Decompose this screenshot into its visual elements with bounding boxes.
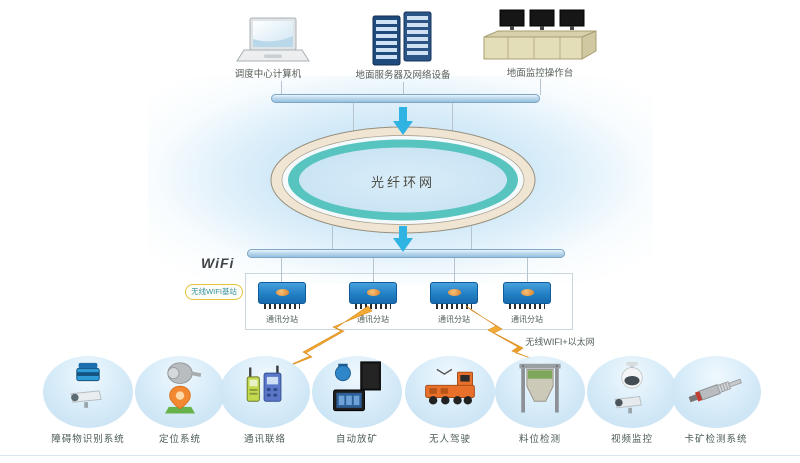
fiber-ring (270, 126, 536, 234)
terminal-label-obstacle: 障碍物识别系统 (51, 434, 125, 445)
terminal-label-video: 视频监控 (610, 434, 653, 445)
substation-label-4: 通讯分站 (511, 315, 543, 324)
ground-server-label: 地面服务器及网络设备 (355, 70, 451, 81)
server-rack-icon (372, 11, 432, 66)
comm-substation-3 (430, 282, 478, 309)
handheld-radio-icon (246, 365, 282, 402)
obstacle-recognition-icon (70, 362, 102, 408)
substation-logo-badge (366, 289, 380, 296)
substation-label-1: 通讯分站 (266, 315, 298, 324)
wifi-ethernet-label: 无线WIFI+以太网 (525, 337, 595, 347)
substation-logo-badge (275, 289, 289, 296)
connector-line (452, 103, 453, 135)
positioning-icon (165, 362, 202, 414)
comm-substation-1 (258, 282, 306, 309)
terminal-label-positioning: 定位系统 (158, 434, 201, 445)
ore-drawing-control-icon (333, 361, 381, 412)
substation-label-3: 通讯分站 (438, 315, 470, 324)
dispatch-computer-label: 调度中心计算机 (234, 69, 302, 80)
mine-locomotive-icon (425, 368, 475, 405)
fiber-ring-label: 光纤环网 (370, 175, 435, 190)
terminal-label-ore-jam: 卡矿检测系统 (684, 434, 748, 445)
underground-network-bus (247, 249, 565, 258)
connector-line (281, 258, 282, 283)
substation-pins (436, 304, 472, 309)
connector-line (403, 82, 404, 95)
connector-line (353, 103, 354, 135)
hopper-level-icon (519, 363, 561, 413)
connector-line (540, 79, 541, 95)
proximity-sensor-icon (688, 378, 742, 403)
substation-pins (264, 304, 300, 309)
terminal-label-communication: 通讯联络 (243, 434, 286, 445)
connector-line (373, 258, 374, 283)
comm-substation-4 (503, 282, 551, 309)
terminal-label-unmanned: 无人驾驶 (428, 434, 471, 445)
console-desk-icon (483, 9, 597, 60)
surface-network-bus (271, 94, 540, 103)
wifi-base-station-tag: 无线WIFI基站 (185, 284, 243, 300)
laptop-icon (236, 17, 310, 62)
terminal-label-ore-drawing: 自动放矿 (335, 434, 378, 445)
cctv-camera-icon (614, 361, 643, 414)
connector-line (471, 226, 472, 250)
lightning-bolt-right (465, 305, 537, 361)
substation-pins (355, 304, 391, 309)
substation-logo-badge (447, 289, 461, 296)
connector-line (454, 258, 455, 283)
connector-line (281, 81, 282, 95)
bottom-divider (0, 455, 800, 456)
substation-pins (509, 304, 545, 309)
connector-line (527, 258, 528, 283)
comm-substation-2 (349, 282, 397, 309)
ground-console-label: 地面监控操作台 (506, 68, 574, 79)
terminal-label-level: 料位检测 (518, 434, 561, 445)
substation-label-2: 通讯分站 (357, 315, 389, 324)
substation-logo-badge (520, 289, 534, 296)
connector-line (332, 226, 333, 250)
wifi-logo: WiFi (201, 255, 235, 271)
